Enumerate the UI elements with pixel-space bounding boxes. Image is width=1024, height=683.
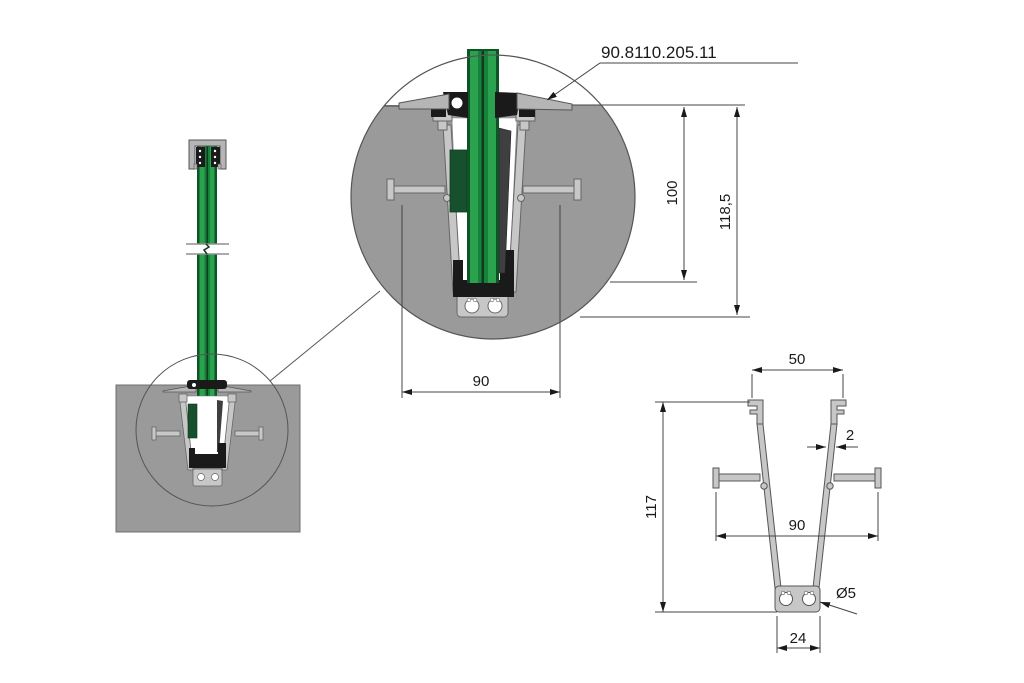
dim-embed-depth: 100 (664, 180, 681, 205)
green-packer (449, 149, 468, 213)
detail-reference-circle (135, 353, 289, 507)
part-label-leader (546, 62, 798, 101)
dim-channel-width-detail: 90 (473, 373, 490, 390)
detail-circle-outline (350, 54, 636, 340)
elevation-view (115, 139, 381, 533)
base-channel-small (151, 380, 264, 487)
dim-anchor-span: 90 (789, 517, 806, 534)
top-cap (188, 139, 227, 170)
dim-profile-height: 117 (643, 495, 660, 519)
dim-screw-diameter: Ø5 (836, 585, 856, 602)
gasket-dots (198, 149, 217, 165)
glass-panel-detail (467, 49, 499, 283)
dim-base-width: 24 (790, 630, 807, 647)
part-number-label: 90.8110.205.11 (601, 43, 717, 62)
detail-view: 100 118,5 90 90.8110.205.11 (350, 43, 798, 398)
detail-leader-line (269, 290, 381, 382)
gasket-hole (451, 97, 463, 109)
profile-dimensions (655, 367, 879, 653)
dim-top-width: 50 (789, 351, 806, 368)
cover-cap-right (516, 92, 573, 111)
detail-dimensions (401, 107, 750, 398)
dim-wall-thickness: 2 (846, 427, 854, 444)
dim-total-depth: 118,5 (717, 194, 734, 230)
break-lines (186, 243, 229, 255)
setting-block (453, 250, 514, 297)
cover-cap-left (398, 93, 450, 110)
profile-section-view: 50 2 117 90 Ø5 24 (643, 351, 882, 653)
profile-shape (712, 399, 882, 613)
